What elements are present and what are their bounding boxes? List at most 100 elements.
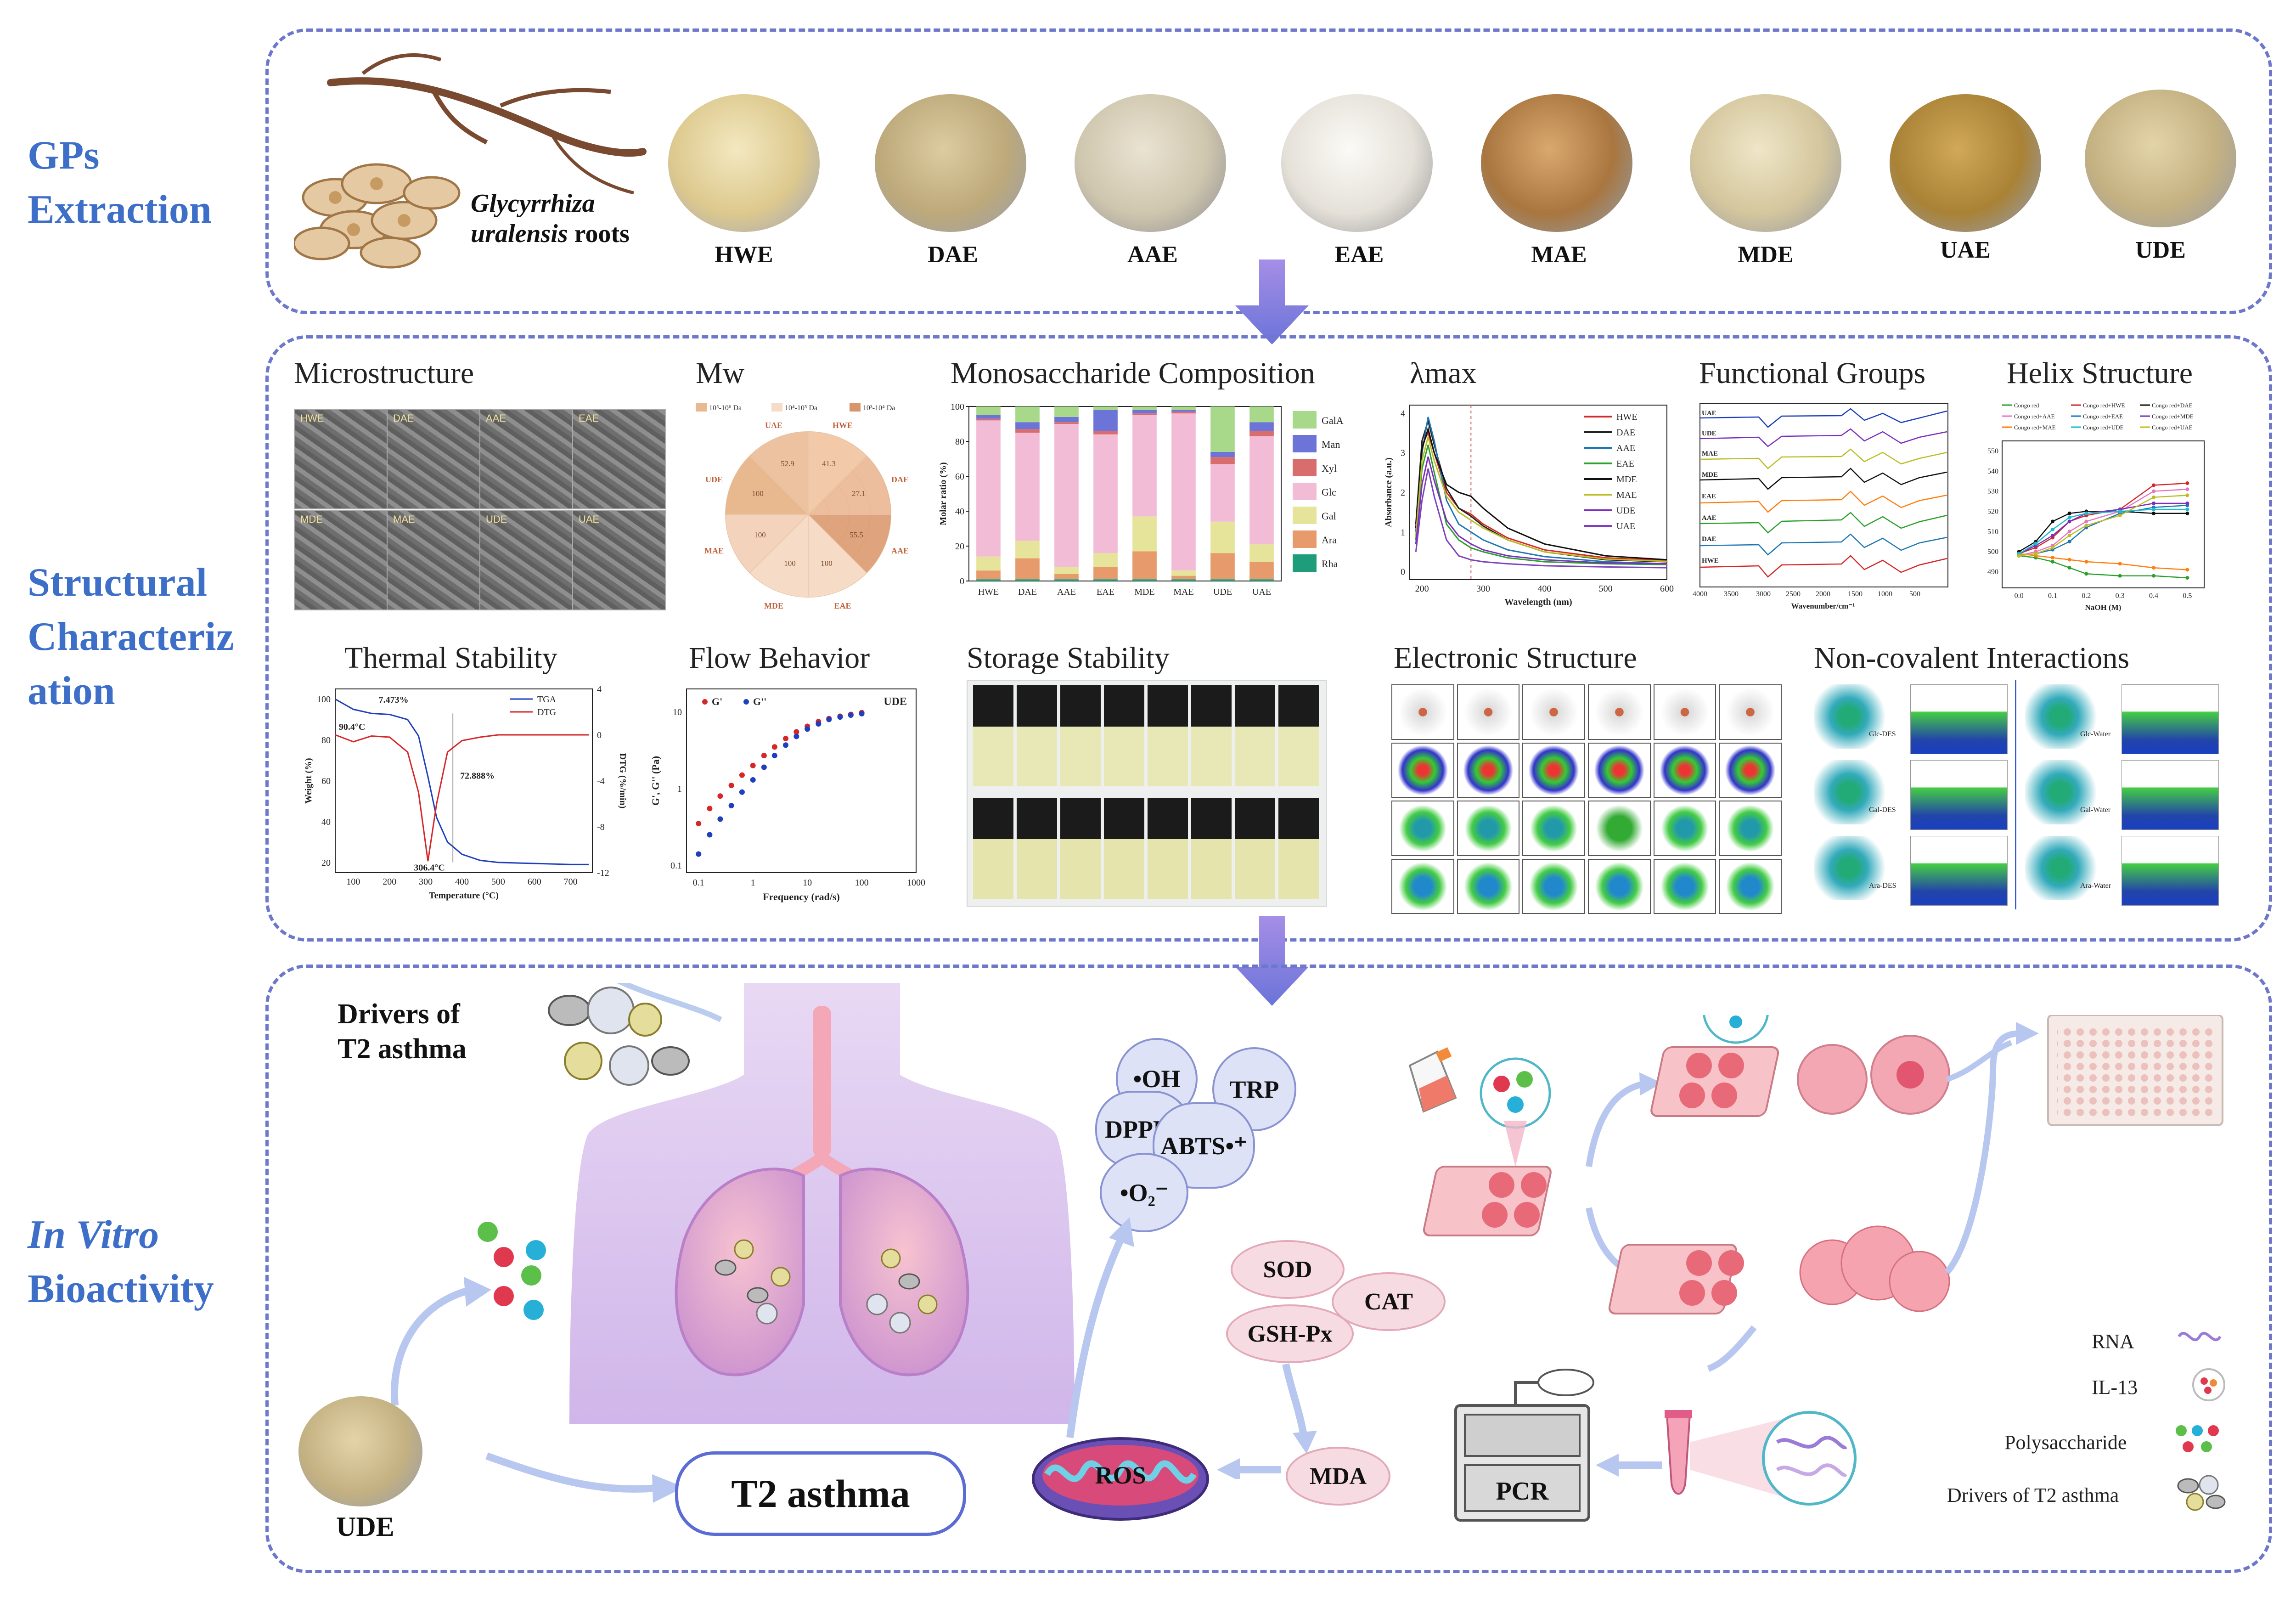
svg-text:1000: 1000 — [1878, 590, 1892, 598]
mw-rose-chart: 10⁵-10⁶ Da 10⁴-10⁵ Da 10³-10⁴ Da 41.3 27… — [696, 403, 909, 610]
helix-xtick: 0.0 — [2015, 592, 2024, 600]
ude-powder-blob — [298, 1396, 422, 1506]
svg-text:1500: 1500 — [1848, 590, 1863, 598]
thermal-xtick: 400 — [455, 877, 469, 887]
flow-point-1 — [761, 764, 767, 770]
mono-xtick-mae: MAE — [1173, 587, 1193, 597]
root-label: Glycyrrhiza uralensis roots — [471, 189, 630, 248]
helix-ytick: 550 — [1987, 447, 1998, 455]
helix-point — [2084, 560, 2088, 564]
helix-point — [2051, 519, 2054, 524]
svg-text:2500: 2500 — [1786, 590, 1801, 598]
mono-legend-swatch-rha — [1293, 554, 1317, 572]
mono-bar-ude-rha — [1210, 579, 1235, 581]
helix-line-5 — [2019, 502, 2188, 554]
polysaccharide-dot-2 — [494, 1247, 514, 1267]
flow-point-1 — [750, 777, 756, 783]
helix-line-0 — [2019, 555, 2188, 579]
flow-legend-g1: G' — [712, 696, 722, 707]
thermal-legend-tga: TGA — [537, 694, 557, 705]
helix-point — [2067, 515, 2071, 519]
mono-bar-mde-man — [1132, 410, 1157, 414]
mono-bar-ude-gala — [1210, 406, 1235, 452]
flow-point-1 — [771, 753, 777, 759]
helix-legend-4: Congo red+EAE — [2083, 413, 2123, 420]
helix-point — [2084, 519, 2088, 524]
allergen-particles-icon — [548, 987, 690, 1086]
sample-blob-mae — [1481, 94, 1632, 232]
helix-point — [2185, 481, 2189, 485]
mono-bar-mae-gala — [1171, 406, 1196, 410]
thermal-ylabel: Weight (%) — [304, 758, 314, 803]
flow-point-1 — [805, 726, 810, 732]
helix-point — [2152, 501, 2155, 505]
flow-point-0 — [728, 783, 734, 789]
mono-bar-uae-glc — [1249, 436, 1274, 545]
helix-xtick: 0.5 — [2183, 592, 2192, 600]
mw-label-uae: UAE — [765, 421, 782, 430]
pcr-instrument-icon: PCR — [1454, 1369, 1594, 1522]
lmax-ytick: 0 — [1401, 567, 1405, 577]
sem-image-mae: MAE — [387, 510, 480, 610]
mono-xtick-uae: UAE — [1252, 587, 1271, 597]
mono-bar-aae-gala — [1054, 406, 1079, 417]
thermal-xtick: 700 — [564, 877, 578, 887]
helix-point — [2152, 489, 2155, 493]
mono-legend-ara: Ara — [1322, 534, 1337, 546]
mono-bar-eae-man — [1093, 410, 1118, 431]
helix-point — [2152, 574, 2155, 578]
section-title-extraction: GPs Extraction — [28, 133, 212, 232]
mono-bar-mae-glc — [1171, 413, 1196, 571]
helix-point — [2051, 527, 2054, 531]
mono-bar-mde-gal — [1132, 516, 1157, 552]
mw-label-dae: DAE — [891, 475, 909, 484]
mono-legend-glc: Glc — [1322, 486, 1336, 498]
helix-ytick: 500 — [1987, 548, 1998, 556]
mono-bar-dae-man — [1015, 422, 1040, 429]
svg-text:4000: 4000 — [1693, 590, 1707, 598]
mw-value-eae: 100 — [821, 559, 833, 568]
ftir-label-eae: EAE — [1702, 493, 1716, 500]
helix-point — [2084, 511, 2088, 515]
lmax-xlabel: Wavelength (nm) — [1504, 597, 1572, 607]
title-helix: Helix Structure — [2007, 356, 2193, 390]
title-electronic: Electronic Structure — [1394, 641, 1637, 675]
nci-label-glc-des: Glc-DES — [1869, 730, 1896, 738]
mono-legend-swatch-man — [1293, 435, 1317, 452]
flow-point-1 — [848, 712, 854, 718]
helix-point — [2067, 511, 2071, 515]
ftir-label-mde: MDE — [1702, 471, 1718, 479]
ftir-xlabel: Wavenumber/cm⁻¹ — [1791, 602, 1855, 610]
culture-flask-icon — [1408, 1047, 1457, 1113]
mono-bar-eae-ara — [1093, 567, 1118, 580]
helix-point — [2051, 556, 2054, 560]
sem-image-dae: DAE — [387, 409, 480, 509]
method-label-uae: UAE — [1940, 237, 1991, 263]
method-label-dae: DAE — [928, 242, 978, 268]
flow-ytick: 10 — [673, 707, 682, 717]
mw-value-aae: 55.5 — [850, 530, 863, 539]
polysaccharide-dot-5 — [494, 1286, 514, 1306]
helix-point — [2118, 509, 2122, 513]
mono-bar-aae-rha — [1054, 579, 1079, 581]
thermal-y2label: DTG (%/min) — [618, 753, 628, 809]
nci-label-ara-des: Ara-DES — [1869, 882, 1896, 890]
helix-line-2 — [2019, 511, 2188, 553]
mw-label-mde: MDE — [764, 601, 783, 610]
flow-point-1 — [783, 742, 789, 748]
electronic-structure-grid — [1391, 684, 1782, 914]
mono-ytick: 60 — [955, 472, 964, 482]
lmax-ylabel: Absorbance (a.u.) — [1384, 457, 1394, 527]
mono-ytick: 40 — [955, 507, 964, 517]
mono-legend-gala: GalA — [1322, 415, 1344, 426]
lmax-legend-hwe: HWE — [1616, 412, 1638, 422]
mono-ytick: 0 — [960, 576, 964, 587]
flow-point-1 — [837, 714, 843, 720]
helix-legend-1: Congo red+HWE — [2083, 402, 2125, 409]
helix-point — [2152, 495, 2155, 499]
sample-blob-dae — [875, 94, 1026, 232]
thermal-annotation-2: 90.4°C — [339, 722, 365, 732]
ftir-label-uae: UAE — [1702, 410, 1716, 417]
title-monosaccharide: Monosaccharide Composition — [951, 356, 1315, 390]
